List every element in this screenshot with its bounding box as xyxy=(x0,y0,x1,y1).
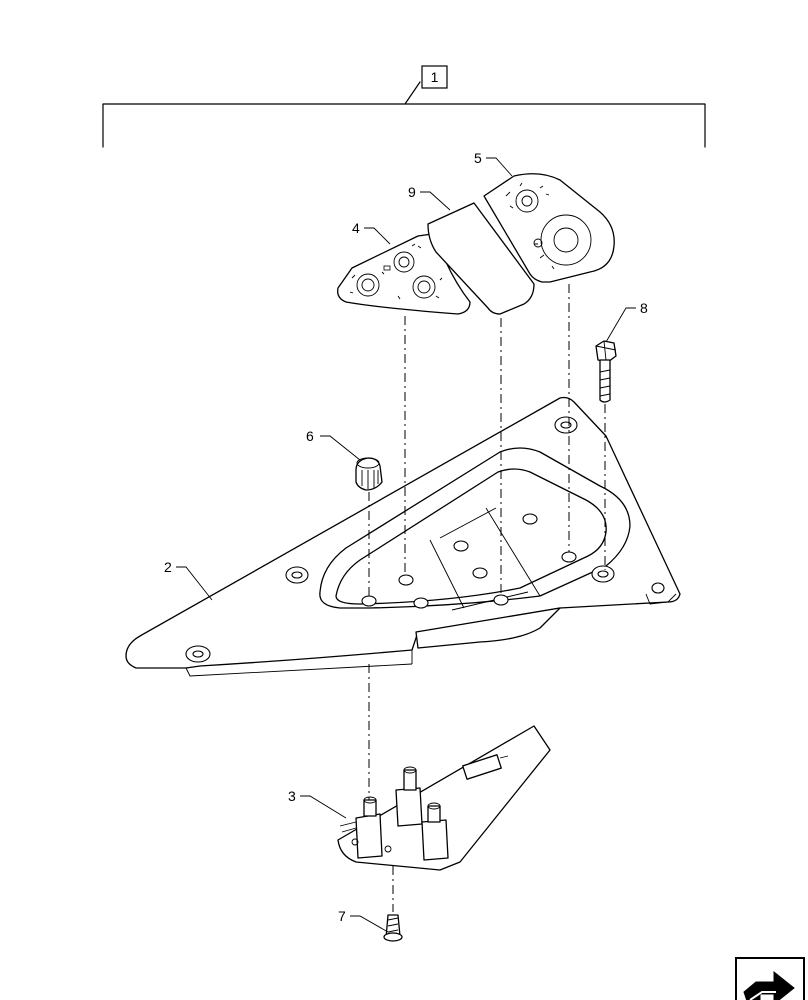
decal-center-blank xyxy=(427,202,535,315)
decal-right xyxy=(483,173,615,283)
assembly-ref-label: 1 xyxy=(431,69,439,85)
callout-8: 8 xyxy=(640,300,648,316)
assembly-centerlines xyxy=(368,284,606,912)
callout-6: 6 xyxy=(306,428,314,444)
leader-lines xyxy=(176,157,636,933)
console-panel xyxy=(125,396,681,677)
callout-labels: 2 3 4 5 6 7 8 9 xyxy=(164,150,648,924)
knob-cap xyxy=(355,457,383,491)
callout-4: 4 xyxy=(352,220,360,236)
callout-2: 2 xyxy=(164,559,172,575)
circuit-board xyxy=(337,725,551,871)
callout-9: 9 xyxy=(408,184,416,200)
hex-bolt xyxy=(595,340,617,403)
assembly-bracket: 1 xyxy=(102,65,706,148)
callout-3: 3 xyxy=(288,788,296,804)
callout-7: 7 xyxy=(338,908,346,924)
next-page-arrow-icon[interactable] xyxy=(735,957,805,1000)
screw xyxy=(383,914,403,942)
callout-5: 5 xyxy=(474,150,482,166)
